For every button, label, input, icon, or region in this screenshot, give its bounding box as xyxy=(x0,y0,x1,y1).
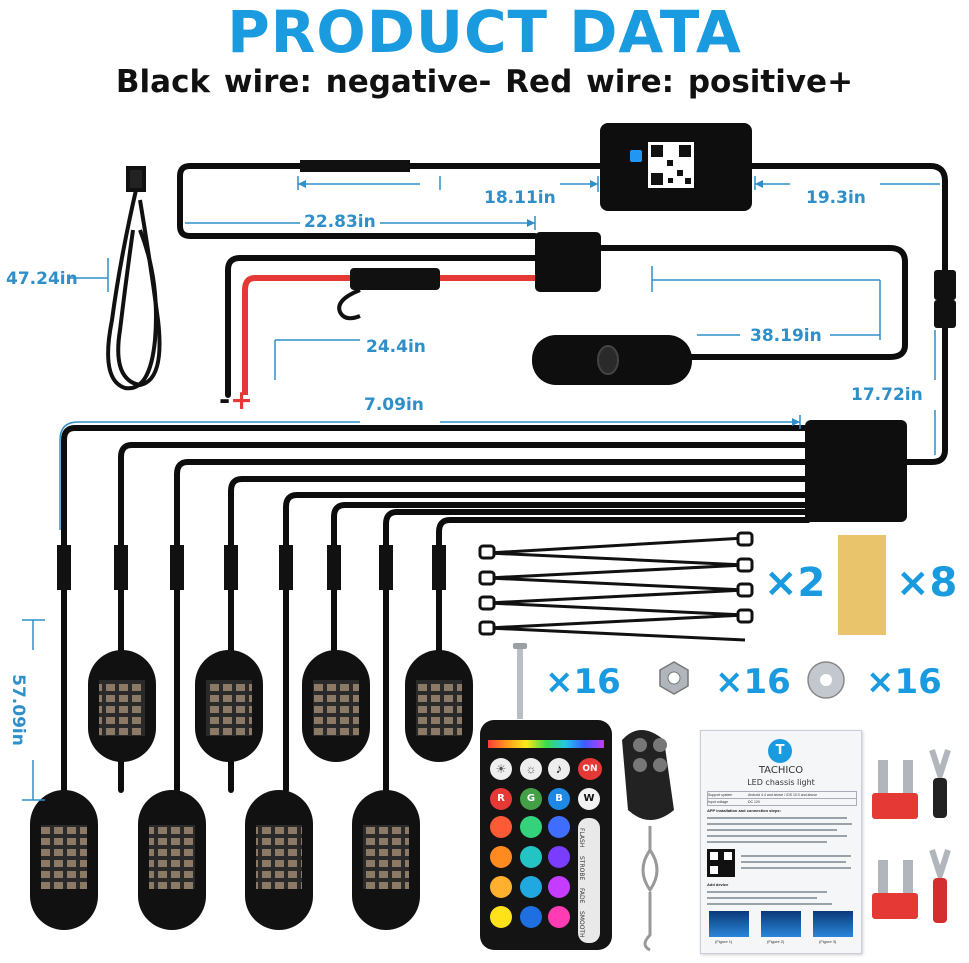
sun-icon: ☀ xyxy=(490,758,512,780)
extension-cable-coil xyxy=(106,166,162,391)
sun-dim-icon: ☼ xyxy=(520,758,542,780)
remote-g-button: G xyxy=(520,788,542,810)
dim-pod-cable: 57.09in xyxy=(7,674,28,746)
nut-qty: ×16 xyxy=(715,662,791,702)
manual-figure xyxy=(709,911,749,937)
manual-figure xyxy=(813,911,853,937)
plug-connector-upper xyxy=(934,270,956,300)
positive-sign: + xyxy=(230,385,253,416)
dim-cable-7: 7.09in xyxy=(364,395,424,415)
spec-value: DC 12V xyxy=(748,800,761,804)
rock-light-pod xyxy=(138,790,206,930)
plug-connector-lower xyxy=(934,300,956,328)
screw-qty: ×16 xyxy=(545,662,621,702)
figure-caption: (Figure 1) xyxy=(715,939,733,944)
tachico-logo-icon: T xyxy=(768,739,792,763)
page-title: PRODUCT DATA xyxy=(227,0,742,66)
remote-on-button: ON xyxy=(578,758,602,780)
bluetooth-receiver xyxy=(600,123,752,211)
adhesive-pad xyxy=(838,535,886,635)
spec-value: Android 4.4 and above / iOS 10.0 and abo… xyxy=(748,793,818,797)
remote-strobe-label: STROBE xyxy=(578,855,585,881)
bluetooth-icon xyxy=(630,150,642,162)
music-note-icon: ♪ xyxy=(548,758,570,780)
remote-w-button: W xyxy=(578,788,600,810)
rock-light-pods xyxy=(30,650,473,930)
washer-qty: ×16 xyxy=(866,662,942,702)
zip-ties xyxy=(478,531,754,642)
rock-light-pod xyxy=(195,650,263,762)
figure-caption: (Figure 3) xyxy=(819,939,837,944)
rf-key-fob xyxy=(622,730,674,952)
pod-connectors xyxy=(57,545,446,590)
manual-figure xyxy=(761,911,801,937)
remote-keypad: ☀ ☼ ♪ ON R G B W FLASH STROBE FADE SMOOT… xyxy=(486,758,606,948)
manual-spec-table: Support system Android 4.4 and above / iO… xyxy=(707,791,857,806)
remote-flash-label: FLASH xyxy=(578,828,585,848)
inline-fuse-holder xyxy=(337,268,440,321)
pod-distribution-hub xyxy=(805,420,907,522)
rock-light-pod xyxy=(245,790,313,930)
dim-cable-22: 22.83in xyxy=(304,212,376,232)
fuses-and-terminals xyxy=(872,749,951,923)
remote-smooth-label: SMOOTH xyxy=(578,910,585,938)
remote-color-grid xyxy=(490,816,570,941)
rocker-switch xyxy=(532,335,692,385)
manual-brand: TACHICO xyxy=(758,765,804,776)
dim-cable-24: 24.4in xyxy=(366,337,426,357)
inline-connector xyxy=(300,160,410,172)
dim-cable-18: 18.11in xyxy=(484,188,556,208)
negative-sign: - xyxy=(219,385,231,416)
manual-section-app: APP installation and connection steps: xyxy=(707,808,781,813)
instruction-manual: T TACHICO LED chassis light Support syst… xyxy=(700,730,862,954)
power-junction-box xyxy=(535,232,601,292)
adhesive-pad-qty: ×8 xyxy=(896,560,958,606)
remote-mode-column: FLASH STROBE FADE SMOOTH xyxy=(578,818,600,943)
dim-cable-19: 19.3in xyxy=(806,188,866,208)
polarity-label: -+ xyxy=(219,386,253,416)
remote-b-button: B xyxy=(548,788,570,810)
zip-tie-qty: ×2 xyxy=(764,560,826,606)
rock-light-pod xyxy=(405,650,473,762)
dim-cable-17: 17.72in xyxy=(851,385,923,405)
figure-caption: (Figure 2) xyxy=(767,939,785,944)
spec-label: Support system xyxy=(708,793,733,797)
remote-fade-label: FADE xyxy=(578,888,585,904)
rock-light-pod xyxy=(30,790,98,930)
dim-cable-38: 38.19in xyxy=(750,326,822,346)
rock-light-pod xyxy=(302,650,370,762)
screw xyxy=(513,643,527,719)
wire-color-legend: Black wire: negative- Red wire: positive… xyxy=(115,64,854,100)
manual-product: LED chassis light xyxy=(747,778,815,787)
rock-light-pod xyxy=(352,790,420,930)
manual-section-device: Add device xyxy=(707,882,729,887)
rock-light-pod xyxy=(88,650,156,762)
dim-extension-cable: 47.24in xyxy=(6,269,78,289)
remote-r-button: R xyxy=(490,788,512,810)
qr-code-icon xyxy=(648,142,694,188)
spec-label: Input voltage xyxy=(708,800,729,804)
